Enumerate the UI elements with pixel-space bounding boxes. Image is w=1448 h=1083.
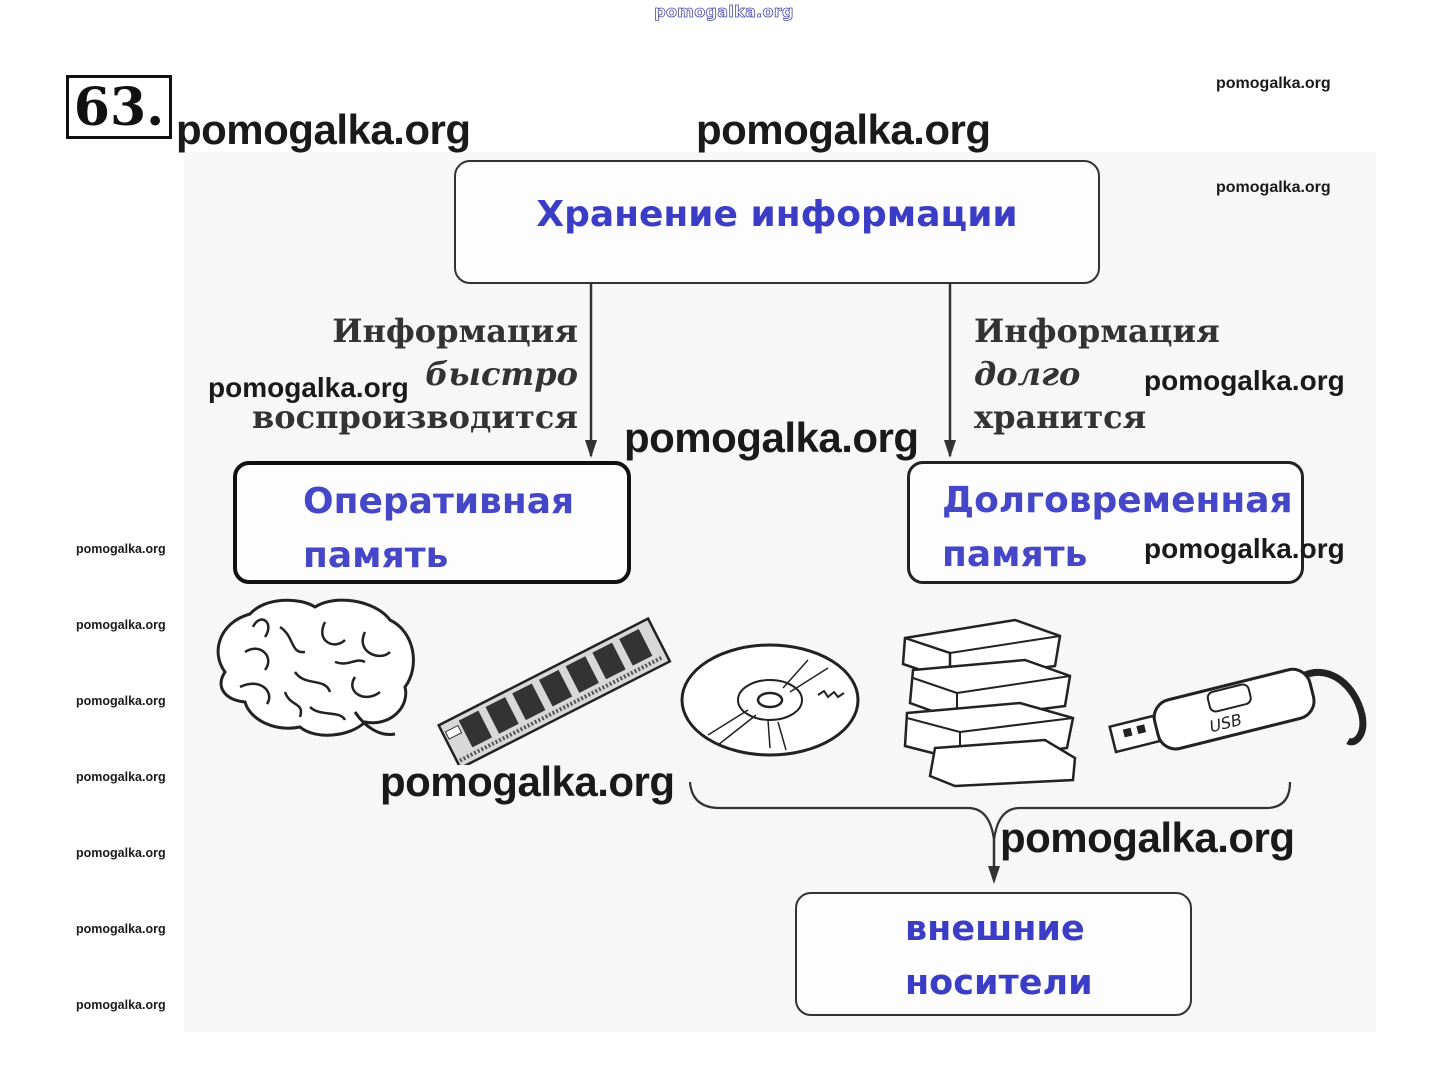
side-watermark-1: pomogalka.org — [76, 542, 166, 556]
watermark-2: pomogalka.org — [696, 106, 991, 153]
long-term-memory-line-1: Долговременная — [942, 480, 1293, 521]
long-term-memory-node: Долговременная память — [907, 461, 1304, 584]
right-caption-line-1: Информация — [974, 312, 1220, 350]
books-icon — [901, 618, 1077, 788]
side-watermark-2: pomogalka.org — [76, 618, 166, 632]
arrow-head-left — [585, 440, 597, 458]
watermark-7: pomogalka.org — [1144, 365, 1345, 396]
ram-memory-node: Оперативная память — [233, 461, 631, 584]
watermark-9: pomogalka.org — [1216, 75, 1331, 92]
watermark-5: pomogalka.org — [1000, 814, 1295, 861]
watermark-1: pomogalka.org — [176, 106, 471, 153]
watermark-8: pomogalka.org — [1144, 533, 1345, 564]
watermark-6: pomogalka.org — [208, 372, 409, 403]
side-watermark-6: pomogalka.org — [76, 922, 166, 936]
watermark-3: pomogalka.org — [624, 414, 919, 461]
arrow-head-right — [944, 440, 956, 458]
side-watermark-5: pomogalka.org — [76, 846, 166, 860]
left-caption: Информация быстро воспроизводится — [252, 310, 578, 439]
watermark-10: pomogalka.org — [1216, 179, 1331, 196]
left-caption-line-2: быстро — [425, 355, 578, 393]
root-node-title: Хранение информации — [536, 194, 1018, 235]
ram-module-icon — [436, 616, 672, 765]
left-caption-line-1: Информация — [332, 312, 578, 350]
top-watermark: pomogalka.org — [654, 2, 794, 22]
ram-memory-line-1: Оперативная — [303, 481, 575, 522]
external-media-node: внешние носители — [795, 892, 1192, 1016]
right-caption-line-3: хранится — [974, 398, 1147, 436]
usb-flash-drive-icon: USB — [1108, 667, 1367, 754]
brain-icon — [216, 598, 415, 737]
external-media-line-2: носители — [905, 963, 1093, 1003]
ram-memory-line-2: память — [303, 535, 449, 576]
external-media-line-1: внешние — [905, 909, 1085, 949]
long-term-memory-line-2: память — [942, 534, 1088, 575]
right-caption-line-2: долго — [974, 355, 1081, 393]
side-watermark-4: pomogalka.org — [76, 770, 166, 784]
watermark-4: pomogalka.org — [380, 758, 675, 805]
cd-disc-icon — [680, 643, 860, 757]
arrow-head-bottom — [988, 866, 1000, 884]
long-term-memory-label: Долговременная память — [942, 474, 1293, 582]
diagram-background — [184, 152, 1376, 1032]
right-caption: Информация долго хранится — [974, 310, 1220, 439]
ram-memory-label: Оперативная память — [303, 475, 574, 583]
side-watermark-3: pomogalka.org — [76, 694, 166, 708]
task-number: 63. — [66, 75, 172, 139]
root-node: Хранение информации — [454, 160, 1100, 284]
left-caption-line-3: воспроизводится — [252, 398, 578, 436]
external-media-label: внешние носители — [905, 902, 1093, 1010]
side-watermark-7: pomogalka.org — [76, 998, 166, 1012]
